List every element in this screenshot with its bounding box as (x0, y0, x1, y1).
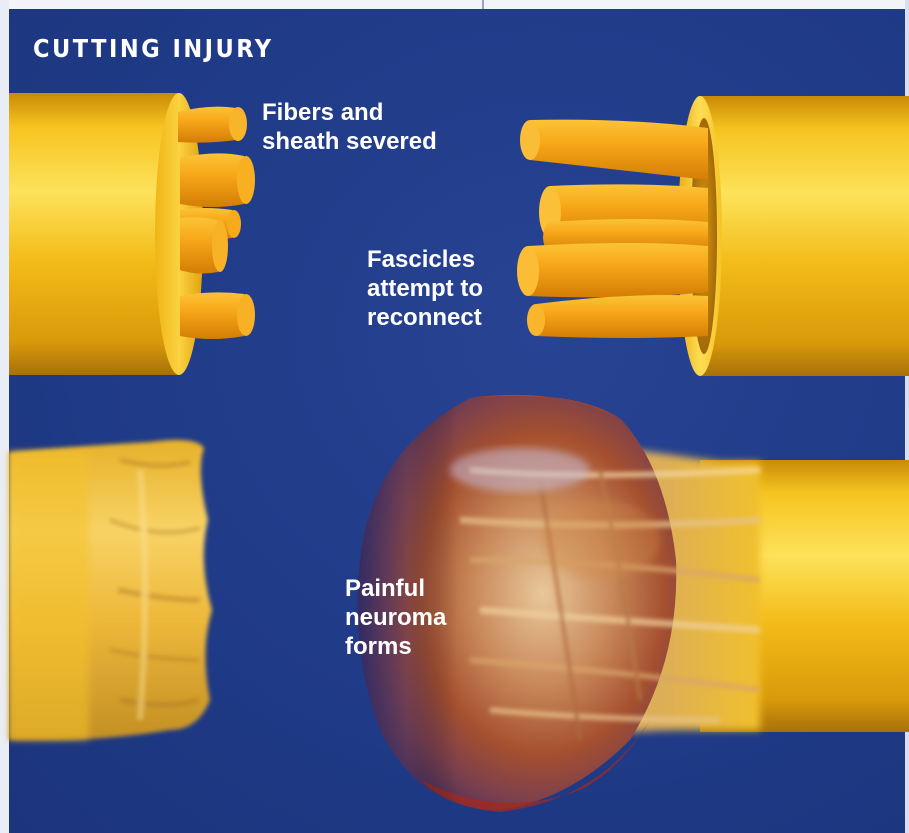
label-line: sheath severed (262, 127, 437, 156)
label-neuroma-forms: Painful neuroma forms (345, 574, 446, 661)
label-line: reconnect (367, 303, 483, 332)
label-fascicles-reconnect: Fascicles attempt to reconnect (367, 245, 483, 332)
nerve-stump-left (9, 440, 212, 740)
label-line: attempt to (367, 274, 483, 303)
diagram-title: CUTTING INJURY (33, 34, 274, 63)
label-line: forms (345, 632, 446, 661)
label-line: Fascicles (367, 245, 483, 274)
fascicles-right (517, 120, 708, 338)
label-line: neuroma (345, 603, 446, 632)
fascicles-left (178, 107, 255, 339)
label-line: Painful (345, 574, 446, 603)
label-line: Fibers and (262, 98, 437, 127)
severed-nerve-left (9, 93, 255, 375)
label-fibers-severed: Fibers and sheath severed (262, 98, 437, 156)
severed-nerve-right (517, 96, 909, 376)
